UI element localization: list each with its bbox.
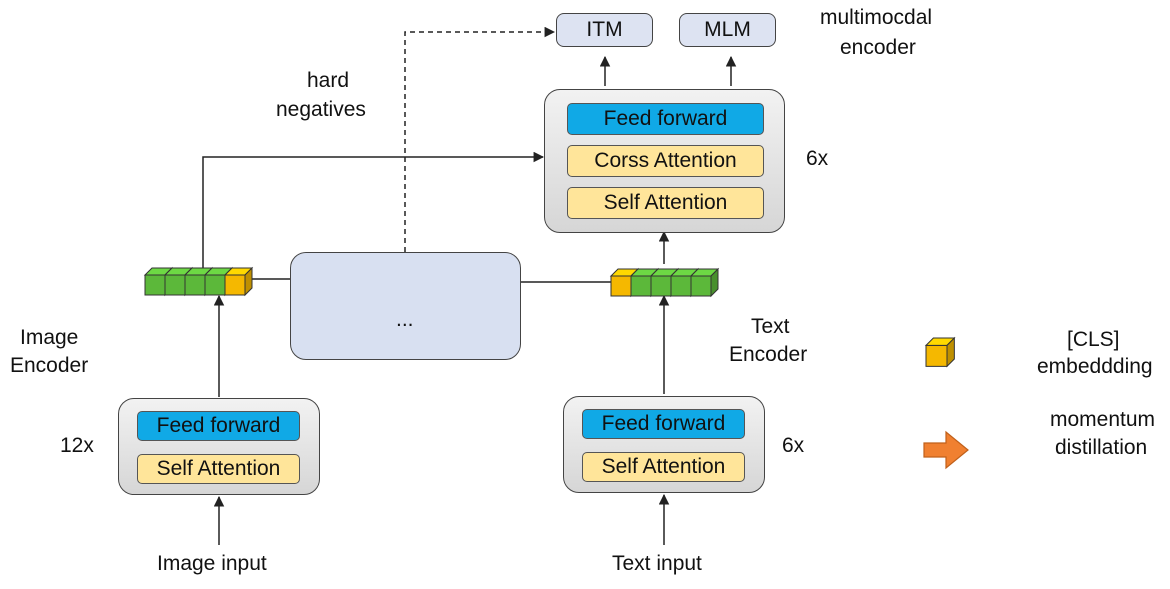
text-feed-forward-layer: Feed forward [582, 409, 745, 439]
text-encoder-repeat-label: 6x [782, 434, 805, 457]
image-encoder-repeat-label: 12x [60, 434, 94, 457]
hard-negatives-line2: negatives [276, 98, 366, 121]
image-cls-cube [223, 266, 254, 297]
multimodal-cross-attention-layer: Corss Attention [567, 145, 764, 177]
text-encoder-block: Feed forward Self Attention [563, 396, 765, 493]
image-encoder-caption-line2: Encoder [10, 354, 89, 377]
image-input-label: Image input [157, 552, 267, 575]
text-self-attention-layer: Self Attention [582, 452, 745, 482]
text-token-cube [689, 267, 720, 298]
text-encoder-caption-line2: Encoder [729, 343, 808, 366]
image-self-attention-layer: Self Attention [137, 454, 300, 484]
hard-negatives-arrow [404, 26, 556, 252]
momentum-arrow-icon [923, 430, 969, 470]
text-input-label: Text input [612, 552, 702, 575]
multimodal-encoder-block: Feed forward Corss Attention Self Attent… [544, 89, 785, 233]
legend-cls-line2: embeddding [1037, 355, 1153, 378]
text-encoder-caption-line1: Text [751, 315, 790, 338]
image-encoder-block: Feed forward Self Attention [118, 398, 320, 495]
legend-cls-cube-icon [924, 336, 956, 368]
image-feed-forward-layer: Feed forward [137, 411, 300, 441]
cube-layer [143, 264, 956, 368]
image-to-cross-attention-arrow [202, 151, 545, 268]
multimodal-self-attention-layer: Self Attention [567, 187, 764, 219]
legend-cls-line1: [CLS] [1067, 328, 1120, 351]
multimodal-caption-line2: encoder [840, 36, 916, 59]
legend-momentum-line2: distillation [1055, 436, 1148, 459]
multimodal-caption-line1: multimocdal [820, 6, 933, 29]
itm-head: ITM [556, 13, 653, 47]
hard-negatives-line1: hard [307, 69, 350, 92]
multimodal-repeat-label: 6x [806, 147, 829, 170]
mlm-head: MLM [679, 13, 776, 47]
legend-momentum-line1: momentum [1050, 408, 1156, 431]
hard-negative-pool [290, 252, 521, 360]
pool-ellipsis: ... [396, 308, 414, 331]
image-encoder-caption-line1: Image [20, 326, 79, 349]
multimodal-feed-forward-layer: Feed forward [567, 103, 764, 135]
